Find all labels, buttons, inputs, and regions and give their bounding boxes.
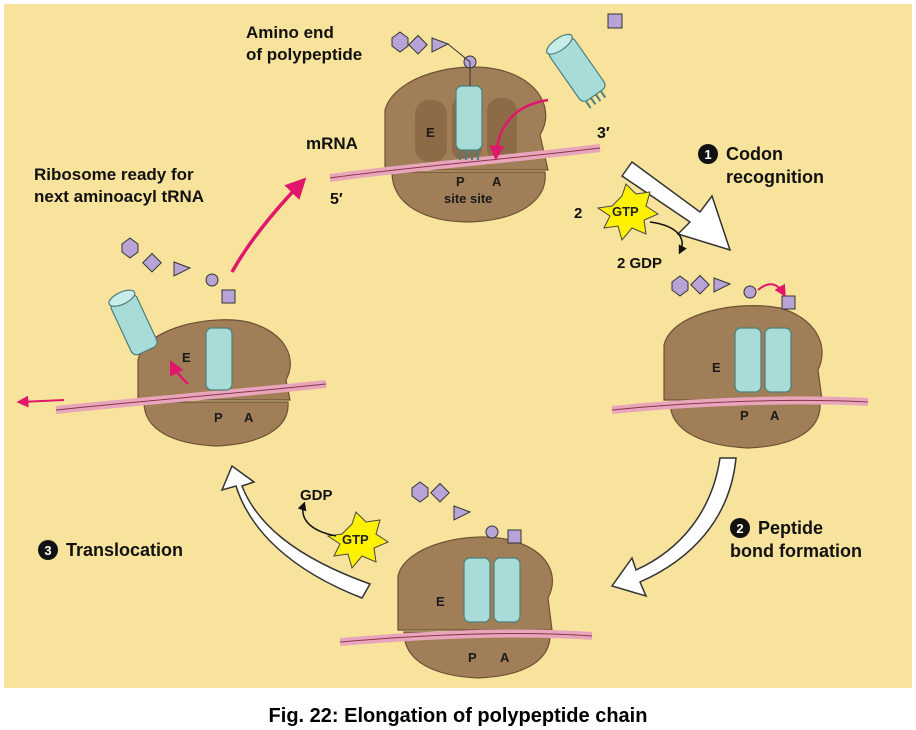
label-ribosome-ready-2: next aminoacyl tRNA xyxy=(34,187,204,206)
site-a-bottom: A xyxy=(500,650,510,665)
cycle-arrow-2 xyxy=(610,457,737,598)
gdp-arrow-1 xyxy=(649,221,687,255)
gtp-label-1: GTP xyxy=(612,204,639,219)
step-2-number: 2 xyxy=(736,521,743,536)
ribosome-top xyxy=(329,13,623,223)
step-2-badge xyxy=(730,518,750,538)
step-3-badge xyxy=(38,540,58,560)
gtp-burst-2 xyxy=(326,511,390,570)
cycle-arrow-1 xyxy=(620,160,732,252)
site-a-top: A xyxy=(492,174,502,189)
site-p-bottom: P xyxy=(468,650,477,665)
site-e-left: E xyxy=(182,350,191,365)
site-e-right: E xyxy=(712,360,721,375)
gtp-prefix-2: 2 xyxy=(574,205,582,222)
label-mrna: mRNA xyxy=(306,134,358,153)
cycle-arrow-3 xyxy=(220,464,372,599)
step-3-number: 3 xyxy=(44,543,51,558)
site-a-left: A xyxy=(244,410,254,425)
site-p-left: P xyxy=(214,410,223,425)
gdp-label-2: GDP xyxy=(300,487,333,504)
return-arrow xyxy=(230,177,307,273)
gdp-label-1: 2 GDP xyxy=(617,255,662,272)
gdp-arrow-2 xyxy=(297,501,337,537)
site-words-top: site site xyxy=(444,191,492,206)
label-amino-end: Amino end xyxy=(246,23,334,42)
gtp-burst-1 xyxy=(596,183,660,242)
step-1-line2: recognition xyxy=(726,167,824,187)
site-e-bottom: E xyxy=(436,594,445,609)
step-2-line2: bond formation xyxy=(730,541,862,561)
ribosome-bottom xyxy=(339,481,593,679)
step-3-line1: Translocation xyxy=(66,540,183,560)
step-2-line1: Peptide xyxy=(758,518,823,538)
label-5-prime: 5′ xyxy=(330,191,343,208)
label-3-prime: 3′ xyxy=(597,125,610,142)
site-p-top: P xyxy=(456,174,465,189)
site-a-right: A xyxy=(770,408,780,423)
ribosome-left xyxy=(16,237,327,447)
figure-caption: Fig. 22: Elongation of polypeptide chain xyxy=(269,705,648,727)
ribosome-right xyxy=(611,274,869,449)
label-of-polypeptide: of polypeptide xyxy=(246,45,362,64)
step-1-badge xyxy=(698,144,718,164)
label-ribosome-ready-1: Ribosome ready for xyxy=(34,165,194,184)
step-1-number: 1 xyxy=(704,147,711,162)
site-e-top: E xyxy=(426,125,435,140)
site-p-right: P xyxy=(740,408,749,423)
step-1-line1: Codon xyxy=(726,144,783,164)
gtp-label-2: GTP xyxy=(342,532,369,547)
